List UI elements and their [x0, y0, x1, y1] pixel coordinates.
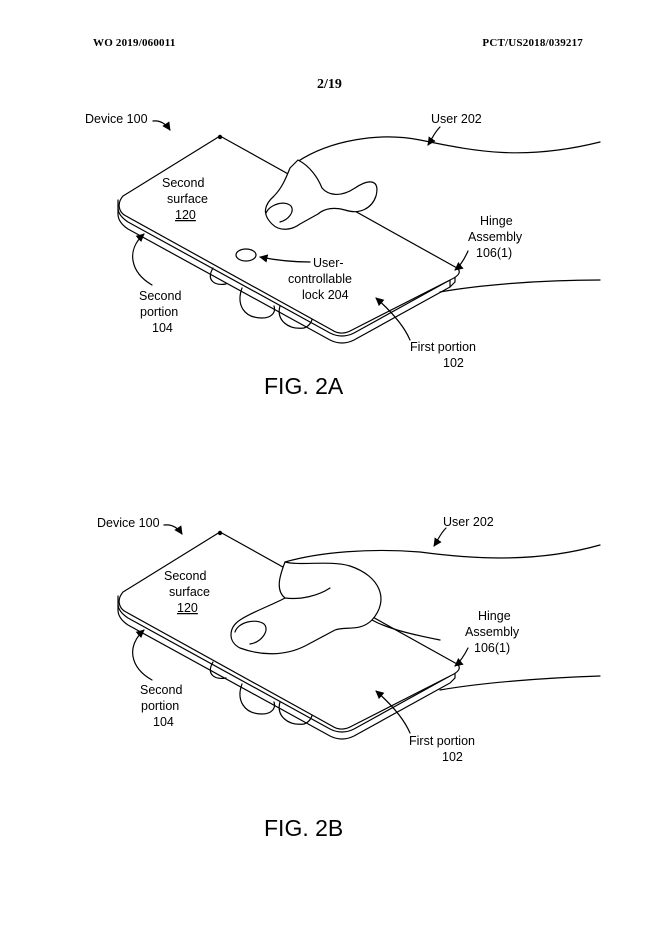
finger-under-3 [278, 305, 313, 329]
label-second-portion-line1-2a: Second [139, 289, 181, 303]
leader-user-202 [427, 126, 441, 146]
finger-under-1-2b [209, 661, 227, 679]
leader-hinge-assembly-2b [454, 647, 469, 667]
leader-first-portion [375, 297, 411, 341]
thumbnail-2b [234, 620, 267, 645]
figure-2a [117, 120, 601, 344]
figure-2b [117, 524, 601, 740]
label-hinge-line3-2b: 106(1) [474, 641, 510, 655]
label-device-100-2a: Device 100 [85, 112, 148, 126]
device-edge-layer-2 [117, 207, 456, 344]
label-user-202-2b: User 202 [443, 515, 494, 529]
label-hinge-line3-2a: 106(1) [476, 246, 512, 260]
label-user-202-2a: User 202 [431, 112, 482, 126]
label-second-surface-line1-2a: Second [162, 176, 204, 190]
forearm-outline-2b [439, 675, 601, 691]
hand-crease-2b [284, 587, 331, 600]
label-first-portion-line1-2b: First portion [409, 734, 475, 748]
sheet-number: 2/19 [317, 77, 342, 92]
label-hinge-line2-2b: Assembly [465, 625, 520, 639]
label-second-portion-line2-2a: portion [140, 305, 178, 319]
caption-fig-2b: FIG. 2B [264, 815, 343, 841]
label-hinge-line2-2a: Assembly [468, 230, 523, 244]
label-second-surface-line1-2b: Second [164, 569, 206, 583]
finger-under-2 [239, 287, 276, 319]
label-second-surface-ref-2a: 120 [175, 208, 196, 222]
leader-device-100 [152, 120, 171, 131]
label-second-portion-line3-2b: 104 [153, 715, 174, 729]
label-hinge-line1-2a: Hinge [480, 214, 513, 228]
label-first-portion-line1-2a: First portion [410, 340, 476, 354]
device-top-surface [118, 135, 460, 334]
label-hinge-line1-2b: Hinge [478, 609, 511, 623]
label-second-surface-line2-2a: surface [167, 192, 208, 206]
user-hand [264, 159, 378, 230]
label-second-portion-line2-2b: portion [141, 699, 179, 713]
user-arm-outline [296, 136, 601, 163]
forearm-outline [439, 279, 601, 293]
user-arm-outline-2b [284, 544, 601, 563]
finger-under-1 [209, 267, 227, 285]
device-edge-layer-2-2b [117, 603, 456, 740]
leader-hinge-assembly [454, 250, 469, 271]
application-number: PCT/US2018/039217 [482, 37, 583, 49]
leader-device-100-2b [163, 524, 183, 535]
device-edge-layer-1 [117, 199, 451, 337]
label-second-portion-line1-2b: Second [140, 683, 182, 697]
device-corner-dot-2b [217, 530, 223, 536]
leader-lock-204 [259, 254, 311, 263]
leader-user-202-2b [433, 527, 447, 547]
publication-number: WO 2019/060011 [93, 37, 176, 49]
label-second-surface-line2-2b: surface [169, 585, 210, 599]
leader-second-portion [132, 233, 153, 286]
leader-second-portion-2b [132, 629, 153, 681]
label-second-surface-ref-2b: 120 [177, 601, 198, 615]
finger-under-2-2b [239, 683, 276, 715]
thumbnail [265, 202, 293, 223]
user-hand-2b [230, 561, 382, 655]
caption-fig-2a: FIG. 2A [264, 373, 344, 399]
hand-palm-2b [371, 619, 441, 641]
leader-first-portion-2b [375, 690, 411, 734]
label-lock-line2: controllable [288, 272, 352, 286]
label-first-portion-line2-2b: 102 [442, 750, 463, 764]
device-edge-layer-1-2b [117, 595, 451, 733]
device-corner-dot [217, 134, 223, 140]
label-first-portion-line2-2a: 102 [443, 356, 464, 370]
label-lock-line1: User- [313, 256, 344, 270]
finger-under-3-2b [278, 701, 313, 725]
label-second-portion-line3-2a: 104 [152, 321, 173, 335]
user-controllable-lock-204 [235, 248, 257, 262]
label-device-100-2b: Device 100 [97, 516, 160, 530]
label-lock-line3: lock 204 [302, 288, 349, 302]
